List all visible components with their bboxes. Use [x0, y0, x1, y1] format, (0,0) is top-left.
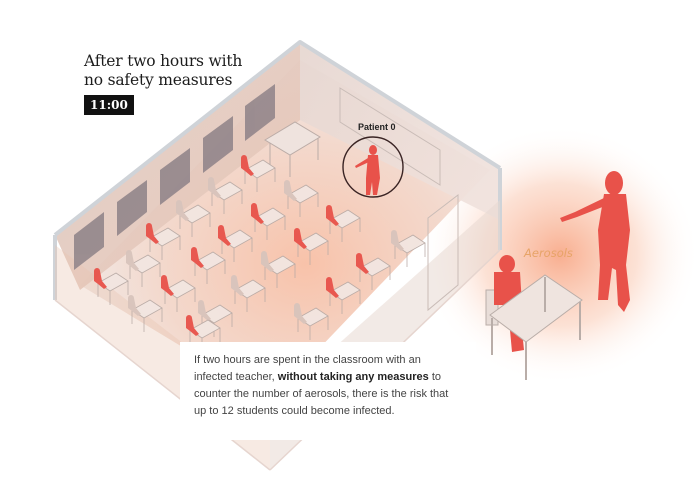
caption-bold: without taking any measures	[277, 371, 429, 383]
student-desk-closeup	[485, 255, 583, 380]
title-line-2: no safety measures	[84, 71, 233, 89]
caption-part-2: to counter the number of aerosols, there…	[194, 371, 449, 417]
teacher-figure	[560, 171, 630, 312]
windows	[74, 84, 275, 270]
caption-text: If two hours are spent in the classroom …	[180, 342, 476, 440]
student-desks	[94, 155, 426, 352]
back-wall	[300, 42, 500, 220]
patient-zero-label: Patient 0	[358, 122, 396, 132]
time-badge: 11:00	[84, 95, 134, 115]
patient-zero-circle	[342, 136, 404, 198]
page-title: After two hours with no safety measures	[84, 52, 284, 90]
patient-zero-figure	[355, 145, 380, 195]
caption-part-1: If two hours are spent in the classroom …	[194, 354, 421, 383]
aerosols-label: Aerosols	[524, 246, 573, 260]
title-line-1: After two hours with	[84, 52, 243, 70]
